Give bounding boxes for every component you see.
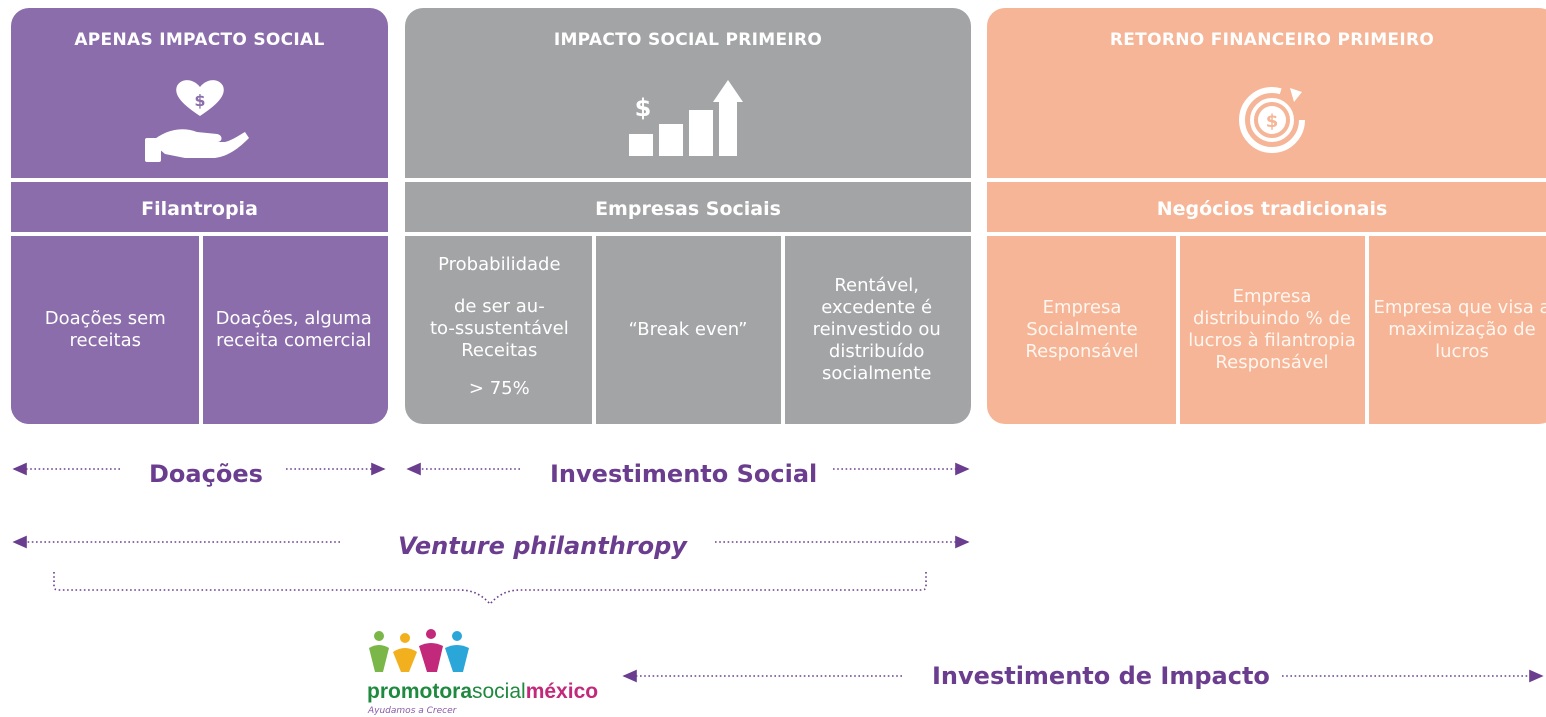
logo-word: méxico <box>525 680 599 703</box>
cell-empresa-lucros: Empresa que visa a maximização de lucros <box>1373 297 1546 362</box>
circular-dollar-icon: $ <box>1232 78 1312 162</box>
cell-rentavel: Rentável, excedente é reinvestido ou dis… <box>812 275 941 384</box>
cell-line: to-ssustentável <box>429 318 569 339</box>
cell-line: Probabilidade <box>438 254 561 275</box>
panel-cells: Probabilidade de ser au- to-ssustentável… <box>405 236 971 424</box>
bracket <box>53 572 927 606</box>
label-doacoes: Doações <box>149 460 263 488</box>
divider <box>11 232 388 236</box>
cell-probabilidade: Probabilidade de ser au- to-ssustentável… <box>405 236 594 424</box>
logo-word: social <box>472 680 526 703</box>
logo-word: promotora <box>367 680 472 703</box>
panel-subtitle: Negócios tradicionais <box>1156 198 1388 220</box>
logo-tagline: Ayudamos a Crecer <box>368 706 457 716</box>
svg-text:$: $ <box>635 94 652 122</box>
cell-doacoes-sem-receitas: Doações sem receitas <box>11 236 200 424</box>
logo-wordmark: promotorasocialméxico <box>367 680 598 704</box>
panel-cells: Empresa Socialmente Responsável Empresa … <box>987 236 1546 424</box>
cell-doacoes-receita-comercial: Doações, alguma receita comercial <box>199 236 388 424</box>
divider <box>199 236 203 424</box>
divider <box>987 178 1546 182</box>
panel-cells: Doações sem receitas Doações, alguma rec… <box>11 236 388 424</box>
panel-retorno-financeiro-primeiro: RETORNO FINANCEIRO PRIMEIRO $ Negócios t… <box>987 8 1546 424</box>
cell-line: de ser au- <box>453 296 545 317</box>
panel-apenas-impacto-social: APENAS IMPACTO SOCIAL $ Filantropia Doaç… <box>11 8 388 424</box>
divider <box>987 232 1546 236</box>
panel-title: RETORNO FINANCEIRO PRIMEIRO <box>1109 30 1435 50</box>
label-investimento-impacto: Investimento de Impacto <box>932 662 1270 690</box>
panel-subtitle: Filantropia <box>11 182 388 236</box>
divider <box>1365 236 1369 424</box>
label-venture-philanthropy: Venture philanthropy <box>398 532 687 560</box>
divider <box>405 232 971 236</box>
divider <box>781 236 785 424</box>
divider <box>11 178 388 182</box>
cell-break-even: “Break even” <box>628 319 748 340</box>
divider <box>405 178 971 182</box>
svg-text:$: $ <box>1266 111 1279 132</box>
logo-figures-icon <box>369 629 469 672</box>
cell-empresa-socialmente-responsavel: Empresa Socialmente Responsável <box>1025 297 1139 362</box>
svg-text:$: $ <box>194 91 205 110</box>
divider <box>592 236 596 424</box>
panel-title: APENAS IMPACTO SOCIAL <box>74 30 325 50</box>
cell-line: > 75% <box>468 378 530 399</box>
promotora-social-logo: promotorasocialméxico Ayudamos a Crecer <box>365 628 598 717</box>
panel-impacto-social-primeiro: IMPACTO SOCIAL PRIMEIRO $ Empresas Socia… <box>405 8 971 424</box>
label-investimento-social: Investimento Social <box>550 460 818 488</box>
cell-line: Receitas <box>461 340 538 361</box>
hand-heart-dollar-icon: $ <box>144 78 255 172</box>
bar-chart-growth-dollar-icon: $ <box>623 78 753 164</box>
divider <box>1176 236 1180 424</box>
panel-subtitle: Empresas Sociais <box>595 198 781 220</box>
panel-title: IMPACTO SOCIAL PRIMEIRO <box>553 30 823 50</box>
cell-empresa-filantropia: Empresa distribuindo % de lucros à filan… <box>1188 286 1356 373</box>
